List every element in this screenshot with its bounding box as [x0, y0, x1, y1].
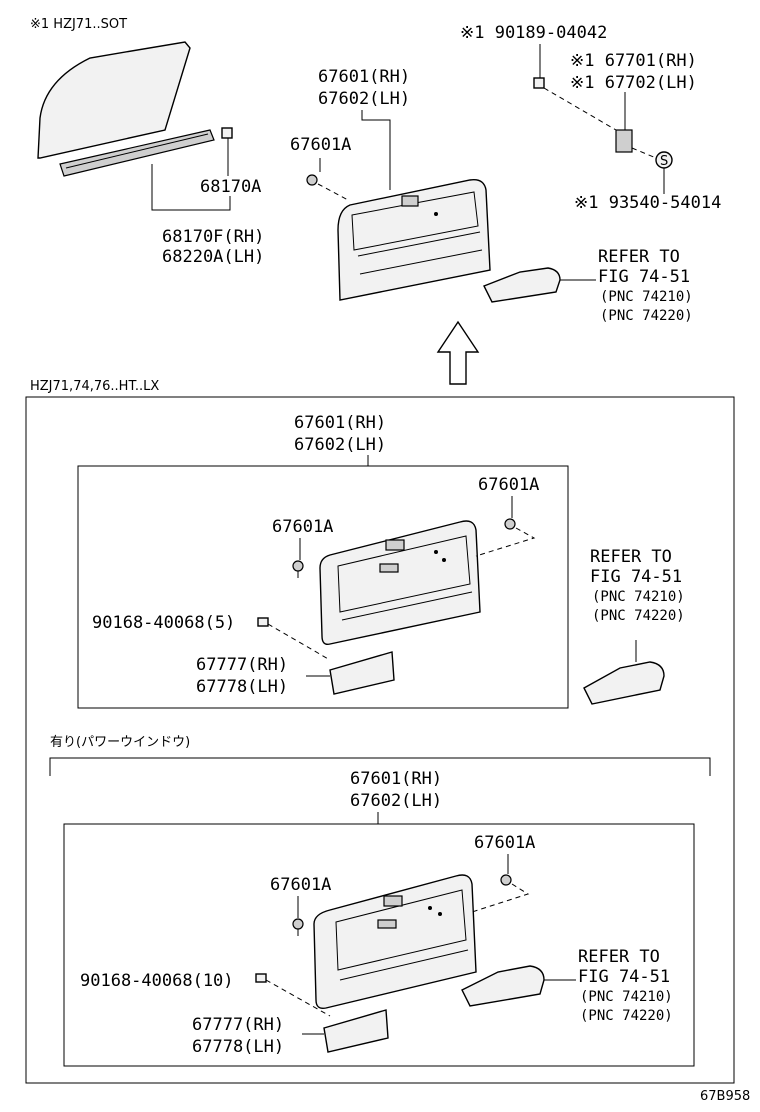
label-67601A-bot-right: 67601A — [474, 833, 535, 853]
label-90168-mid: 90168-40068(5) — [92, 613, 235, 633]
label-68220A: 68220A(LH) — [162, 247, 264, 267]
clip-right-bot — [500, 874, 512, 886]
door-glass — [37, 41, 191, 159]
door-trim-board-bot — [313, 874, 477, 1010]
pocket-mid — [329, 651, 395, 695]
screw-mid — [257, 617, 269, 627]
door-trim-board — [337, 179, 491, 301]
clip-left-mid — [292, 560, 304, 572]
middle-inner-box — [77, 465, 569, 709]
top-section: ※1 HZJ71..SOT 68170A 68170F(RH) 68220A(L… — [30, 17, 721, 385]
label-90168-bot: 90168-40068(10) — [80, 971, 234, 991]
label-67777-mid: 67777(RH) — [196, 655, 288, 675]
label-93540: ※1 93540-54014 — [574, 193, 721, 213]
label-67601-top: 67601(RH) — [318, 67, 410, 87]
refer-bot-3: (PNC 74210) — [580, 989, 673, 1005]
outer-frame — [25, 396, 735, 1084]
bracket-67701 — [615, 129, 633, 153]
label-67702: ※1 67702(LH) — [570, 73, 697, 93]
label-67602-mid: 67602(LH) — [294, 435, 386, 455]
clip-left-bot — [292, 918, 304, 930]
armrest-mid — [583, 661, 665, 705]
refer-bot-2: FIG 74-51 — [578, 967, 670, 987]
bottom-inner-box — [63, 823, 695, 1067]
label-67602-top: 67602(LH) — [318, 89, 410, 109]
bottom-section-note: 有り(パワーウインドウ) — [50, 735, 190, 750]
label-67778-mid: 67778(LH) — [196, 677, 288, 697]
label-67777-bot: 67777(RH) — [192, 1015, 284, 1035]
bottom-section: 有り(パワーウインドウ) 67601(RH) 67602(LH) 67601A … — [49, 735, 711, 1067]
refer-top-3: (PNC 74210) — [600, 289, 693, 305]
figure-code: 67B958 — [700, 1089, 750, 1104]
clip-67601A-top — [306, 174, 318, 186]
label-67601A-mid-right: 67601A — [478, 475, 539, 495]
refer-top-2: FIG 74-51 — [598, 267, 690, 287]
screw-bot — [255, 973, 267, 983]
refer-bot-1: REFER TO — [578, 947, 660, 967]
screw-90189 — [533, 77, 545, 89]
label-68170A: 68170A — [200, 177, 261, 197]
door-trim-board-mid — [319, 520, 481, 646]
armrest-bot — [461, 965, 545, 1007]
svg-text:S: S — [660, 154, 668, 169]
top-model-note: ※1 HZJ71..SOT — [30, 17, 127, 32]
armrest-top — [483, 267, 561, 303]
clip-right-mid — [504, 518, 516, 530]
direction-arrow — [436, 320, 480, 385]
label-67778-bot: 67778(LH) — [192, 1037, 284, 1057]
label-90189: ※1 90189-04042 — [460, 23, 607, 43]
label-67601-bot: 67601(RH) — [350, 769, 442, 789]
middle-section: 67601(RH) 67602(LH) 67601A 67601A 90168-… — [77, 413, 685, 709]
refer-mid-1: REFER TO — [590, 547, 672, 567]
refer-top-1: REFER TO — [598, 247, 680, 267]
clip-68170A — [221, 127, 233, 139]
middle-model-note: HZJ71,74,76..HT..LX — [30, 379, 159, 394]
label-68170F: 68170F(RH) — [162, 227, 264, 247]
bottom-bracket-line — [49, 757, 711, 776]
refer-mid-2: FIG 74-51 — [590, 567, 682, 587]
refer-top-4: (PNC 74220) — [600, 308, 693, 324]
label-67701: ※1 67701(RH) — [570, 51, 697, 71]
label-67601A-bot-left: 67601A — [270, 875, 331, 895]
pocket-bot — [323, 1009, 389, 1053]
refer-mid-3: (PNC 74210) — [592, 589, 685, 605]
refer-mid-4: (PNC 74220) — [592, 608, 685, 624]
refer-bot-4: (PNC 74220) — [580, 1008, 673, 1024]
board-handle-recess — [401, 195, 419, 207]
label-67601A-mid-left: 67601A — [272, 517, 333, 537]
label-67602-bot: 67602(LH) — [350, 791, 442, 811]
label-67601-mid: 67601(RH) — [294, 413, 386, 433]
label-67601A-top: 67601A — [290, 135, 351, 155]
